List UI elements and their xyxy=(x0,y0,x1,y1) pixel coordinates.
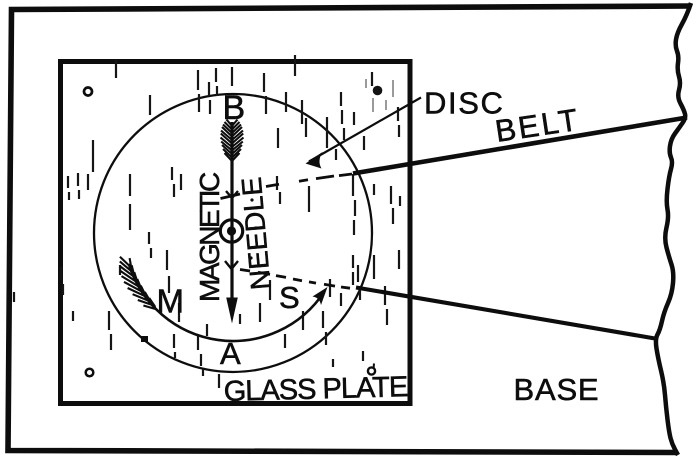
svg-text:GLASS PLATE: GLASS PLATE xyxy=(223,371,408,408)
svg-text:B: B xyxy=(223,89,246,127)
svg-text:DISC: DISC xyxy=(424,86,504,121)
svg-text:A: A xyxy=(220,336,241,371)
svg-text:M: M xyxy=(157,283,185,320)
svg-text:MAGNETIC: MAGNETIC xyxy=(194,172,225,302)
svg-text:S: S xyxy=(279,280,300,315)
svg-text:BASE: BASE xyxy=(514,372,600,407)
